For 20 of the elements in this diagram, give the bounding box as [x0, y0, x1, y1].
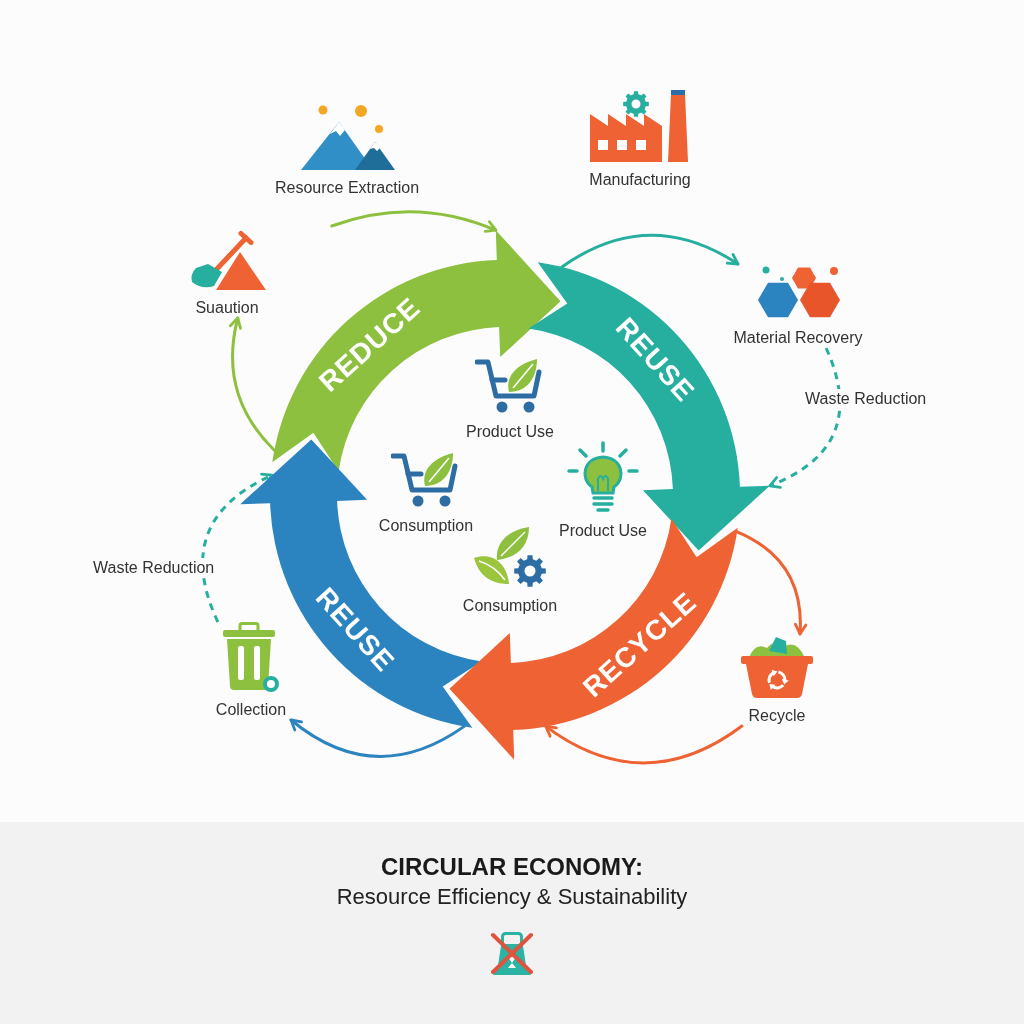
curved-arrow: [330, 210, 498, 234]
step-label: Product Use: [558, 521, 647, 541]
curved-arrow: [560, 233, 740, 269]
step-label: Suaution: [195, 298, 259, 318]
curved-arrow: [544, 724, 744, 765]
step-label: Consumption: [378, 516, 474, 536]
dashed-curved-arrow: [201, 473, 274, 623]
step-label: Resource Extraction: [274, 178, 420, 198]
curved-arrow: [229, 316, 276, 452]
step-label: Product Use: [465, 422, 554, 442]
dashed-curved-arrow: [768, 347, 842, 489]
step-label: Consumption: [462, 596, 558, 616]
curved-arrow: [735, 530, 807, 636]
step-label: Recycle: [748, 706, 806, 726]
title: CIRCULAR ECONOMY:: [380, 852, 644, 882]
step-label: Manufacturing: [589, 170, 691, 190]
step-label: Material Recovery: [733, 328, 863, 348]
subtitle: Resource Efficiency & Sustainability: [336, 883, 688, 911]
step-label: Collection: [215, 700, 287, 720]
curved-arrow: [289, 718, 466, 758]
